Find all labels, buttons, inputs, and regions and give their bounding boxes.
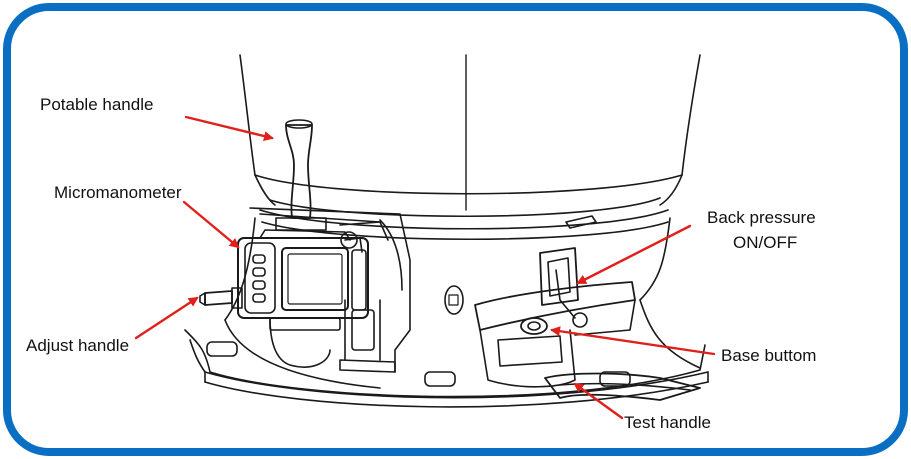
base-upper-band [269,197,661,218]
label-base-buttom: Base buttom [721,346,817,365]
label-micromanometer: Micromanometer [54,183,182,202]
base-body [224,217,256,321]
callout-arrows [134,115,716,420]
label-adjust-handle: Adjust handle [26,336,130,355]
base-button [520,317,548,335]
label-back-pressure: Back pressure [707,208,816,227]
arrow-back-pressure [576,224,692,285]
micromanometer-screen [281,247,349,311]
label-potable-handle: Potable handle [40,95,154,114]
micromanometer-bracket [249,207,411,373]
back-pressure-switch [539,247,579,306]
arrow-base-buttom [550,326,716,356]
arrow-adjust-handle [134,296,199,340]
test-handle [544,372,701,401]
arrow-test-handle [573,382,624,420]
device-illustration [184,54,709,408]
label-back-pressure-onoff: ON/OFF [733,233,798,252]
arrow-potable-handle [184,115,274,141]
label-test-handle: Test handle [624,413,711,432]
arrow-micromanometer [182,200,240,249]
hood-outline [239,54,256,176]
